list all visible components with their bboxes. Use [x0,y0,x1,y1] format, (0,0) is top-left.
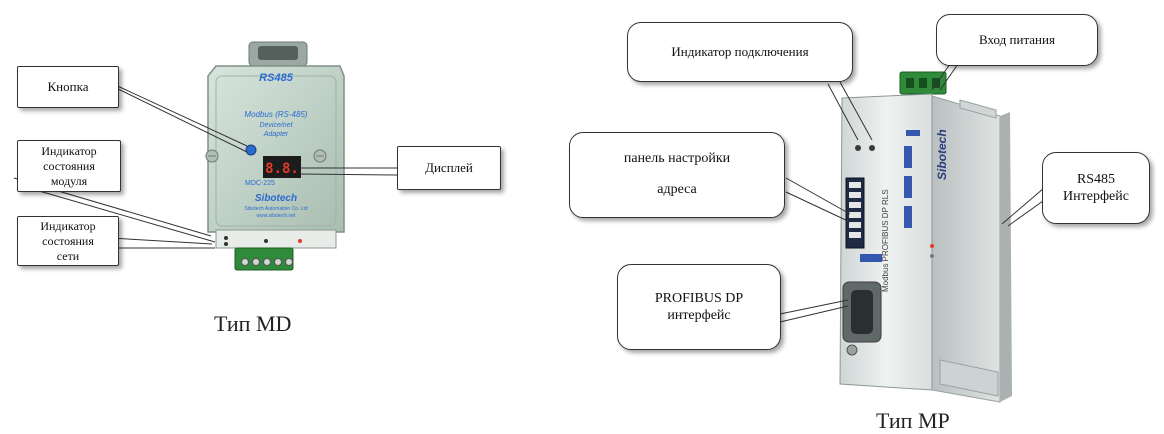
callout-address-panel-text: панель настройки адреса [623,151,731,197]
mp-brand-text: Sibotech [935,129,949,180]
mp-model-text: Modbus PROFIBUS DP RLS [881,189,890,292]
callout-connection-indicator: Индикатор подключения [627,22,853,82]
md-display [263,156,301,178]
callout-module-indicator-text: Индикатор состояния модуля [41,143,97,188]
md-blue-button[interactable] [245,144,257,156]
callout-module-indicator: Индикатор состояния модуля [17,140,121,192]
md-indicator-strip [215,229,337,249]
md-device: RS485 Modbus (RS-485) Device/net Adapter… [205,41,345,271]
md-body [207,65,345,233]
md-site-text: www.sibotech.net [257,213,297,219]
callout-profibus: PROFIBUS DP интерфейс [617,264,781,350]
md-rs485-text: RS485 [259,72,294,84]
callout-power-input-text: Вход питания [979,31,1055,47]
md-product-line3: Adapter [263,131,289,138]
md-product-line1: Modbus (RS-485) [244,110,307,119]
callout-connection-indicator-text: Индикатор подключения [671,43,809,59]
callout-button-text: Кнопка [47,78,89,94]
md-model-text: MDC-225 [245,180,275,187]
callout-power-input: Вход питания [936,14,1098,66]
callout-address-panel: панель настройки адреса [569,132,785,218]
mp-device: Sibotech Modbus PROFIBUS DP RLS [839,71,1012,403]
md-display-digits: 8.8. [265,161,299,177]
caption-type-mp: Тип MP [876,408,950,433]
callout-button: Кнопка [17,66,119,108]
md-product-line2: Device/net [259,122,293,129]
callout-network-indicator-text: Индикатор состояния сети [40,218,96,263]
callout-network-indicator: Индикатор состояния сети [17,216,119,266]
callout-display: Дисплей [397,146,501,190]
callout-profibus-text: PROFIBUS DP интерфейс [654,290,744,324]
caption-type-md: Тип MD [214,311,292,336]
md-company-text: Sibotech Automation Co. Ltd [244,206,308,212]
callout-rs485-text: RS485 Интерфейс [1063,171,1129,205]
callout-display-text: Дисплей [425,159,473,175]
md-power-led-icon [298,239,302,243]
callout-rs485: RS485 Интерфейс [1042,152,1150,224]
md-brand-text: Sibotech [255,193,297,204]
